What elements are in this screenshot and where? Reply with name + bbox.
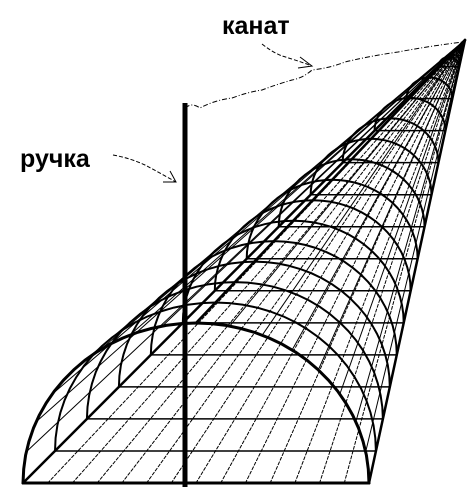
net-floor-line [220, 39, 466, 484]
net-long-line [355, 39, 466, 423]
net-floor-line [269, 39, 466, 484]
net-long-line [21, 38, 467, 485]
net-long-line [194, 38, 467, 325]
net-floor-line [121, 39, 466, 484]
rope-label: канат [222, 12, 290, 40]
net-long-line [261, 39, 466, 336]
net-floor-line [244, 39, 466, 484]
net-floor-line [170, 39, 466, 484]
handle-leader [112, 154, 177, 183]
net-long-line [229, 39, 466, 327]
net-long-line [365, 39, 466, 453]
net-long-line [51, 39, 466, 395]
handle-label: ручка [20, 145, 91, 173]
net-floor-line [294, 39, 466, 484]
net-rib-arc [21, 321, 371, 485]
net-floor-line [195, 39, 466, 484]
rope-leader [261, 43, 314, 69]
net-long-line [35, 39, 466, 423]
net-long-line [367, 38, 467, 485]
net-floor-line [71, 39, 466, 484]
net-mesh [21, 38, 467, 485]
net-long-line [25, 39, 466, 453]
net-floor-line [343, 39, 466, 484]
net-floor-line [47, 39, 466, 484]
net-floor-line [96, 39, 466, 484]
net-floor-line [146, 39, 466, 484]
net-long-line [317, 39, 466, 371]
net-floor-line [319, 39, 466, 484]
net-rib-arc [85, 281, 384, 420]
net-long-line [73, 39, 466, 371]
rope-line [184, 41, 464, 109]
